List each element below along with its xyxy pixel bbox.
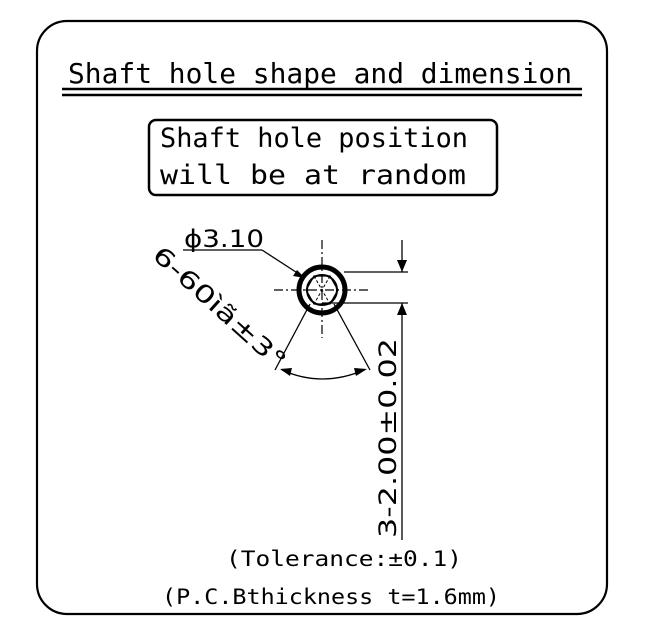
diameter-leader-arrow bbox=[293, 270, 305, 278]
hole-inner-circle bbox=[306, 274, 338, 306]
pcb-thickness-note: (P.C.Bthickness t=1.6mm) bbox=[162, 585, 500, 609]
hole-diameter-label: ϕ3.10 bbox=[184, 225, 264, 253]
angle-extension-left bbox=[274, 303, 311, 371]
height-arrow-bottom bbox=[397, 303, 407, 315]
angle-arrow-left bbox=[280, 368, 292, 376]
height-arrow-top bbox=[397, 260, 407, 272]
note-box bbox=[147, 118, 499, 197]
note-line-2: will be at random bbox=[160, 160, 466, 191]
spline-diag-right bbox=[313, 275, 331, 305]
diameter-leader-diagonal bbox=[261, 249, 303, 277]
hole-outer-circle bbox=[296, 264, 348, 316]
tolerance-note: (Tolerance:±0.1) bbox=[226, 547, 462, 571]
hole-height-label: 3-2.00±0.02 bbox=[374, 338, 402, 538]
angle-arc bbox=[281, 369, 365, 380]
note-line-1: Shaft hole position bbox=[160, 123, 468, 154]
spline-spec-label: 6-60ìã±3° bbox=[147, 241, 292, 376]
outer-frame bbox=[35, 19, 609, 616]
drawing-title: Shaft hole shape and dimension bbox=[68, 57, 572, 90]
angle-extension-right bbox=[333, 303, 371, 371]
angle-arrow-right bbox=[354, 368, 367, 376]
shaft-hole-figure bbox=[183, 240, 408, 540]
